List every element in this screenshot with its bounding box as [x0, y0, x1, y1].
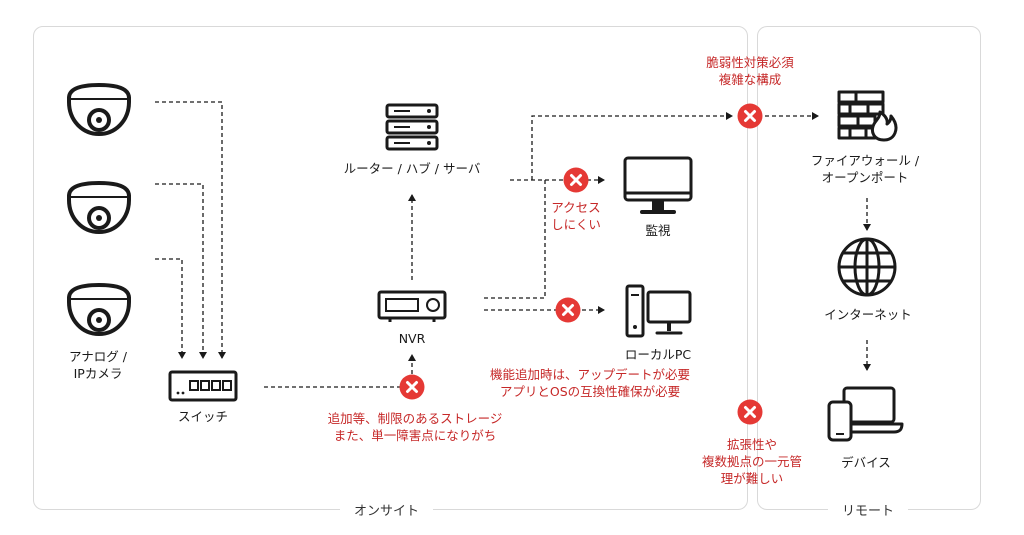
- switch-to-nvr-line: [264, 354, 416, 388]
- nvr-label: NVR: [398, 331, 426, 346]
- video-recorder-icon: [377, 290, 447, 322]
- onsite-zone-label: オンサイト: [340, 500, 434, 519]
- camera3-to-switch-line: [155, 258, 186, 359]
- vulnerability-warning: 脆弱性対策必須 複雑な構成: [706, 55, 794, 87]
- firewall-label: ファイアウォール / オープンポート: [810, 153, 920, 185]
- switch-label: スイッチ: [177, 409, 228, 424]
- monitor-icon: [623, 156, 693, 214]
- scalability-warning: 拡張性や 複数拠点の一元管 理が難しい: [701, 437, 802, 486]
- access-warning: アクセス しにくい: [551, 200, 601, 232]
- dome-camera-icon: [67, 180, 131, 234]
- local-pc-label: ローカルPC: [624, 347, 692, 362]
- dome-camera-icon: [67, 282, 131, 336]
- firewall-icon: [837, 90, 898, 142]
- storage-warning: 追加等、制限のあるストレージ また、単一障害点になりがち: [327, 411, 503, 443]
- router-to-firewall-line: [531, 112, 733, 180]
- server-rack-icon: [385, 103, 439, 151]
- local-pc-warning: 機能追加時は、アップデートが必要 アプリとOSの互換性確保が必要: [489, 367, 690, 399]
- router-label: ルーター / ハブ / サーバ: [343, 161, 481, 176]
- monitor-label: 監視: [645, 223, 671, 238]
- mobile-laptop-icon: [827, 386, 904, 442]
- camera1-to-switch-line: [155, 101, 226, 359]
- network-switch-icon: [168, 370, 238, 402]
- devices-label: デバイス: [841, 455, 891, 470]
- camera2-to-switch-line: [155, 183, 207, 359]
- internet-label: インターネット: [824, 307, 912, 322]
- error-x-icon: [737, 399, 763, 425]
- remote-zone-label: リモート: [828, 500, 909, 519]
- camera-label: アナログ / IPカメラ: [69, 349, 127, 381]
- error-x-icon: [399, 374, 425, 400]
- error-x-icon: [737, 103, 763, 129]
- globe-icon: [837, 237, 897, 297]
- dome-camera-icon: [67, 82, 131, 136]
- error-x-icon: [563, 167, 589, 193]
- nvr-to-monitor-line: [484, 180, 546, 299]
- desktop-pc-icon: [625, 284, 692, 338]
- error-x-icon: [555, 297, 581, 323]
